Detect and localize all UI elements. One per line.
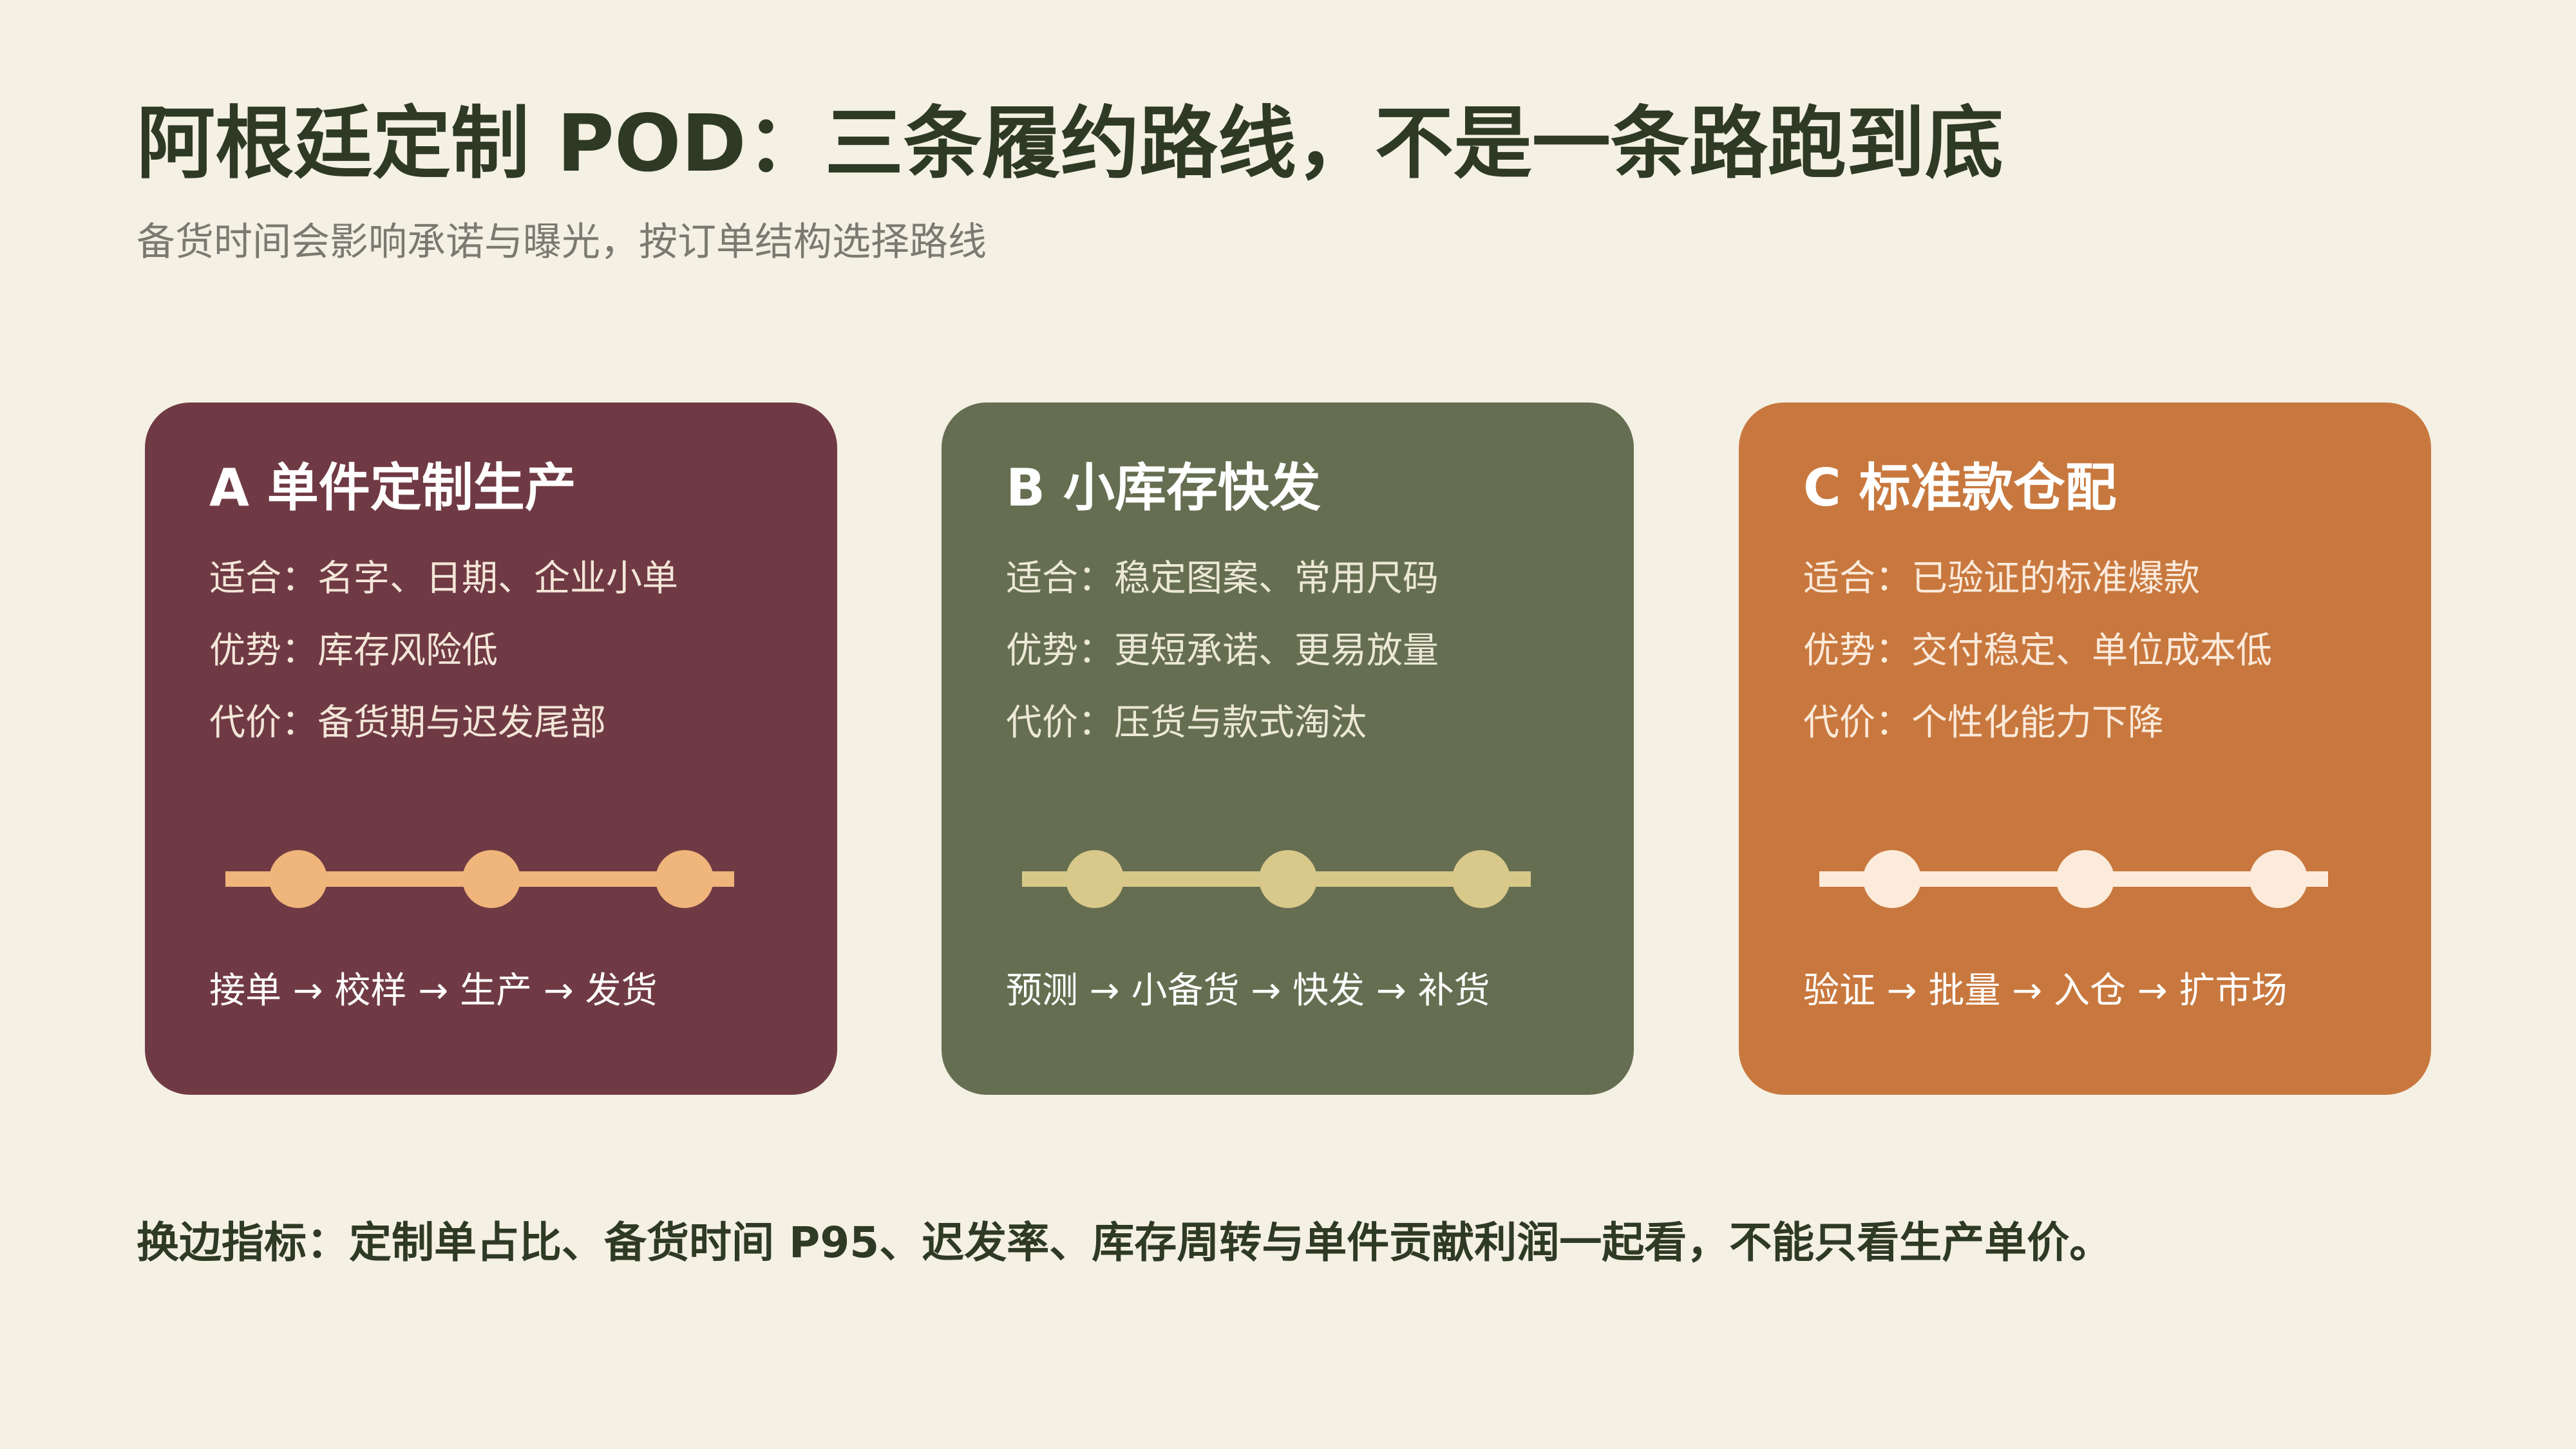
- route-card-fit: 适合：名字、日期、企业小单: [209, 558, 678, 600]
- route-card-advantage: 优势：更短承诺、更易放量: [1006, 630, 1439, 672]
- route-card-title: B 小库存快发: [1006, 458, 1321, 518]
- route-card-title: C 标准款仓配: [1803, 458, 2117, 518]
- route-flow-steps: 接单 → 校样 → 生产 → 发货: [209, 970, 658, 1012]
- route-step-dot: [1452, 850, 1510, 908]
- route-card-cost: 代价：压货与款式淘汰: [1006, 702, 1367, 744]
- route-step-dot: [2249, 850, 2307, 908]
- route-card-a: A 单件定制生产 适合：名字、日期、企业小单 优势：库存风险低 代价：备货期与迟…: [145, 402, 837, 1095]
- route-card-advantage: 优势：库存风险低: [209, 630, 498, 672]
- switch-metrics-note: 换边指标：定制单占比、备货时间 P95、迟发率、库存周转与单件贡献利润一起看，不…: [137, 1218, 2112, 1267]
- route-card-cost: 代价：备货期与迟发尾部: [209, 702, 606, 744]
- route-card-title: A 单件定制生产: [209, 458, 576, 518]
- route-card-c: C 标准款仓配 适合：已验证的标准爆款 优势：交付稳定、单位成本低 代价：个性化…: [1739, 402, 2431, 1095]
- route-card-advantage: 优势：交付稳定、单位成本低: [1803, 630, 2272, 672]
- route-flow-steps: 验证 → 批量 → 入仓 → 扩市场: [1803, 970, 2287, 1012]
- route-step-dot: [1863, 850, 1921, 908]
- route-card-fit: 适合：已验证的标准爆款: [1803, 558, 2200, 600]
- page-title: 阿根廷定制 POD：三条履约路线，不是一条路跑到底: [137, 98, 2003, 189]
- route-card-b: B 小库存快发 适合：稳定图案、常用尺码 优势：更短承诺、更易放量 代价：压货与…: [942, 402, 1634, 1095]
- route-card-fit: 适合：稳定图案、常用尺码: [1006, 558, 1439, 600]
- route-step-dot: [269, 850, 327, 908]
- route-flow-steps: 预测 → 小备货 → 快发 → 补货: [1006, 970, 1490, 1012]
- route-step-dot: [2056, 850, 2114, 908]
- route-step-dot: [1066, 850, 1124, 908]
- route-step-dot: [462, 850, 520, 908]
- page-subtitle: 备货时间会影响承诺与曝光，按订单结构选择路线: [137, 220, 987, 265]
- route-step-dot: [1259, 850, 1317, 908]
- route-card-cost: 代价：个性化能力下降: [1803, 702, 2164, 744]
- route-step-dot: [656, 850, 714, 908]
